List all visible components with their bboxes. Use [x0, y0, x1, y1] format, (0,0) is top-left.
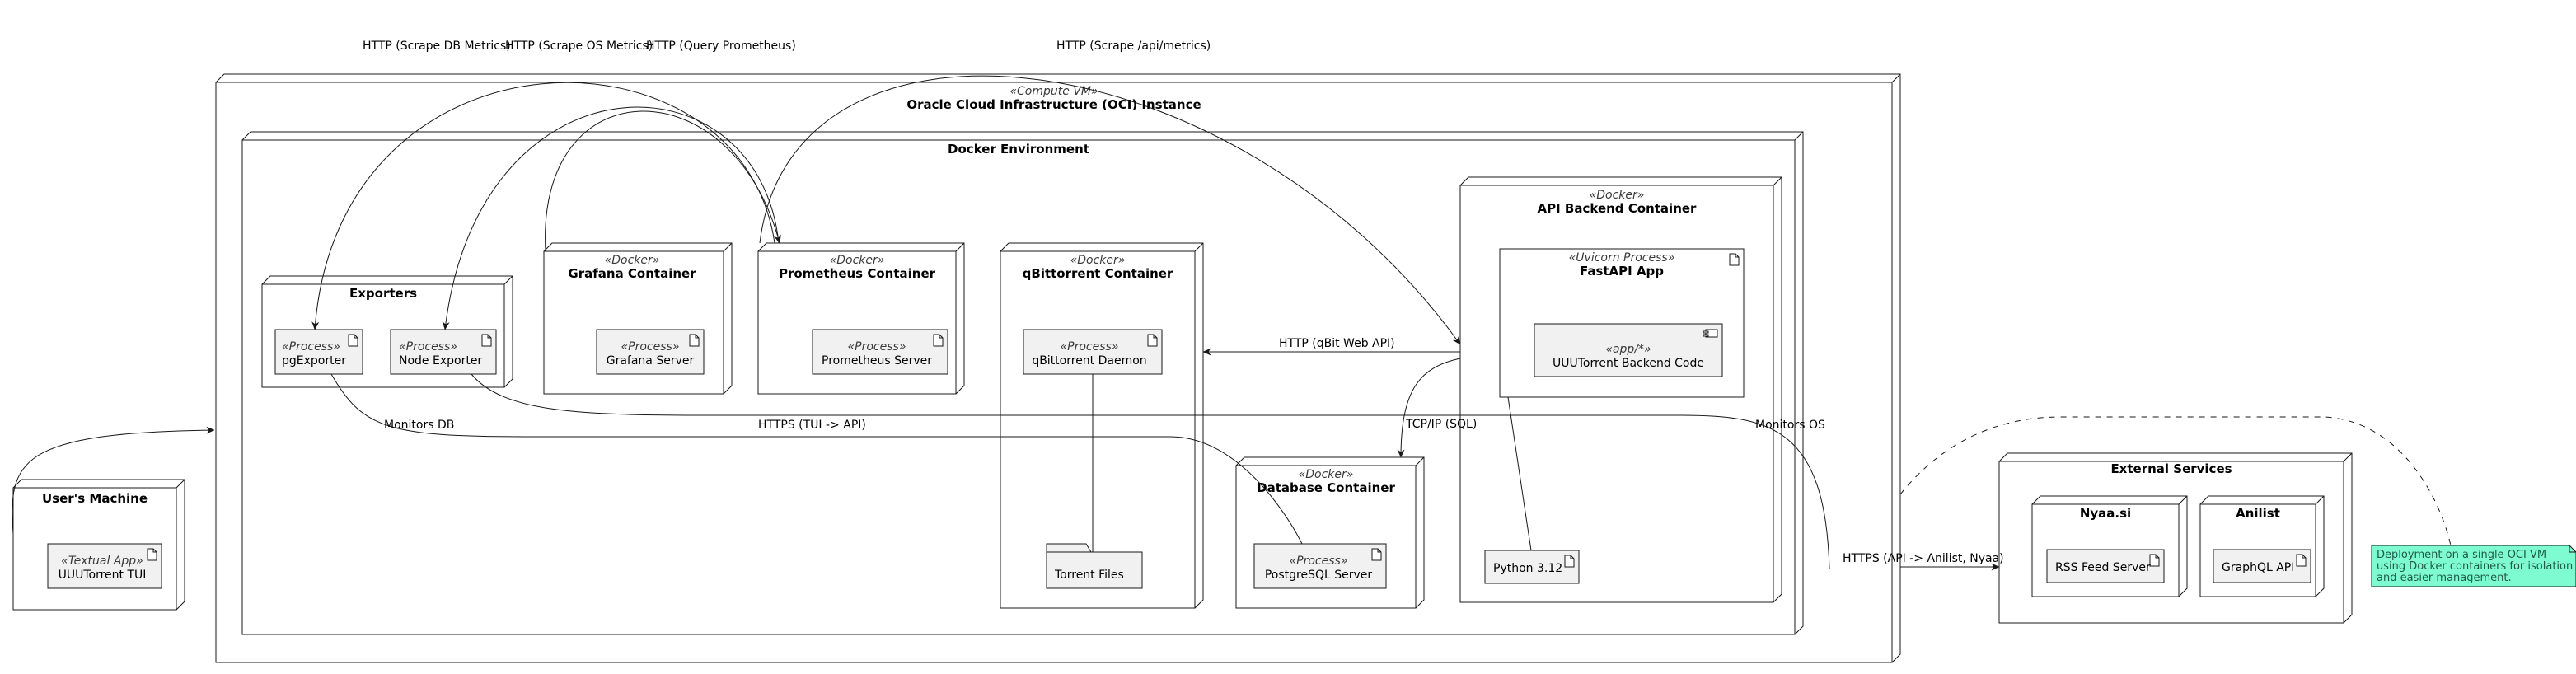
qbittorrent-daemon-artifact: «Process» qBittorrent Daemon [1023, 329, 1163, 375]
graphql-api-artifact: GraphQL API [2213, 549, 2311, 583]
qbittorrent-title: qBittorrent Container [1023, 266, 1173, 281]
grafana-server-name: Grafana Server [607, 354, 695, 367]
label-scrape-api: HTTP (Scrape /api/metrics) [1056, 40, 1211, 53]
edge-monitors-os [471, 373, 1830, 569]
oci-title: Oracle Cloud Infrastructure (OCI) Instan… [906, 97, 1201, 112]
label-scrape-db: HTTP (Scrape DB Metrics) [363, 40, 511, 53]
torrent-files-folder: Torrent Files [1046, 543, 1143, 589]
edge-query-prometheus [545, 110, 781, 252]
backend-code-component: «app/*» UUUTorrent Backend Code [1534, 323, 1723, 377]
label-monitors-os: Monitors OS [1755, 419, 1825, 432]
label-query-prometheus: HTTP (Query Prometheus) [646, 40, 796, 53]
postgresql-name: PostgreSQL Server [1265, 569, 1373, 582]
edge-tui-api [12, 426, 215, 535]
label-tcp-sql: TCP/IP (SQL) [1405, 418, 1477, 431]
label-monitors-db: Monitors DB [384, 419, 454, 432]
label-qbit-web-api: HTTP (qBit Web API) [1279, 337, 1395, 350]
edge-tcp-sql [1397, 358, 1461, 458]
edge-labels: HTTP (Scrape DB Metrics) HTTP (Scrape OS… [363, 40, 2004, 565]
grafana-server-artifact: «Process» Grafana Server [596, 329, 705, 375]
uuutorrent-tui-artifact: «Textual App» UUUTorrent TUI [47, 543, 162, 589]
fastapi-stereotype: «Uvicorn Process» [1569, 251, 1675, 264]
grafana-title: Grafana Container [568, 266, 696, 281]
qbittorrent-container-node: «Docker» qBittorrent Container [1000, 242, 1204, 609]
backend-code-name: UUUTorrent Backend Code [1553, 357, 1704, 370]
prometheus-server-stereotype: «Process» [848, 340, 906, 353]
grafana-server-stereotype: «Process» [621, 340, 680, 353]
label-scrape-os: HTTP (Scrape OS Metrics) [505, 40, 653, 53]
edges [12, 75, 2452, 571]
node-exporter-artifact: «Process» Node Exporter [390, 329, 497, 375]
python-name: Python 3.12 [1493, 562, 1562, 575]
uuutorrent-tui-name: UUUTorrent TUI [59, 569, 147, 582]
grafana-stereotype: «Docker» [605, 254, 660, 267]
link-fastapi-python [1507, 396, 1532, 551]
database-title: Database Container [1257, 480, 1395, 495]
qbittorrent-stereotype: «Docker» [1070, 254, 1126, 267]
prometheus-title: Prometheus Container [779, 266, 936, 281]
edge-scrape-api [759, 75, 1461, 345]
prometheus-server-name: Prometheus Server [822, 354, 932, 367]
api-backend-title: API Backend Container [1538, 201, 1698, 216]
fastapi-title: FastAPI App [1580, 264, 1664, 278]
python-artifact: Python 3.12 [1484, 550, 1580, 584]
postgresql-server-artifact: «Process» PostgreSQL Server [1253, 543, 1387, 589]
api-backend-stereotype: «Docker» [1590, 189, 1645, 202]
edge-scrape-os [442, 106, 780, 330]
qbittorrent-daemon-name: qBittorrent Daemon [1032, 354, 1146, 367]
note-line-1: Deployment on a single OCI VM [2377, 549, 2546, 561]
backend-code-stereotype: «app/*» [1605, 343, 1651, 356]
docker-environment-title: Docker Environment [948, 142, 1089, 157]
label-external-https: HTTPS (API -> Anilist, Nyaa) [1843, 552, 2004, 565]
pg-exporter-artifact: «Process» pgExporter [274, 329, 363, 375]
edge-monitors-db [330, 373, 1303, 545]
graphql-api-name: GraphQL API [2222, 561, 2294, 574]
torrent-files-name: Torrent Files [1054, 569, 1124, 582]
node-exporter-name: Node Exporter [399, 354, 482, 367]
users-machine-title: User's Machine [42, 491, 148, 506]
label-tui-api: HTTPS (TUI -> API) [758, 419, 866, 432]
pg-exporter-stereotype: «Process» [282, 340, 340, 353]
note-line-2: using Docker containers for isolation [2377, 560, 2573, 573]
qbittorrent-daemon-stereotype: «Process» [1061, 340, 1119, 353]
external-services-title: External Services [2110, 461, 2232, 476]
postgresql-stereotype: «Process» [1290, 555, 1348, 568]
note-line-3: and easier management. [2377, 572, 2512, 584]
pg-exporter-name: pgExporter [282, 354, 346, 367]
edge-scrape-db [311, 82, 775, 330]
rss-feed-server-name: RSS Feed Server [2055, 561, 2151, 574]
uuutorrent-tui-stereotype: «Textual App» [61, 555, 143, 568]
deployment-note: Deployment on a single OCI VM using Dock… [2371, 545, 2576, 587]
prometheus-stereotype: «Docker» [830, 254, 885, 267]
anilist-title: Anilist [2236, 506, 2280, 521]
database-stereotype: «Docker» [1299, 468, 1354, 481]
node-exporter-stereotype: «Process» [399, 340, 457, 353]
nyaa-title: Nyaa.si [2080, 506, 2131, 521]
prometheus-server-artifact: «Process» Prometheus Server [812, 329, 948, 375]
oci-stereotype: «Compute VM» [1009, 85, 1098, 98]
exporters-title: Exporters [349, 286, 417, 301]
rss-feed-server-artifact: RSS Feed Server [2046, 549, 2165, 583]
